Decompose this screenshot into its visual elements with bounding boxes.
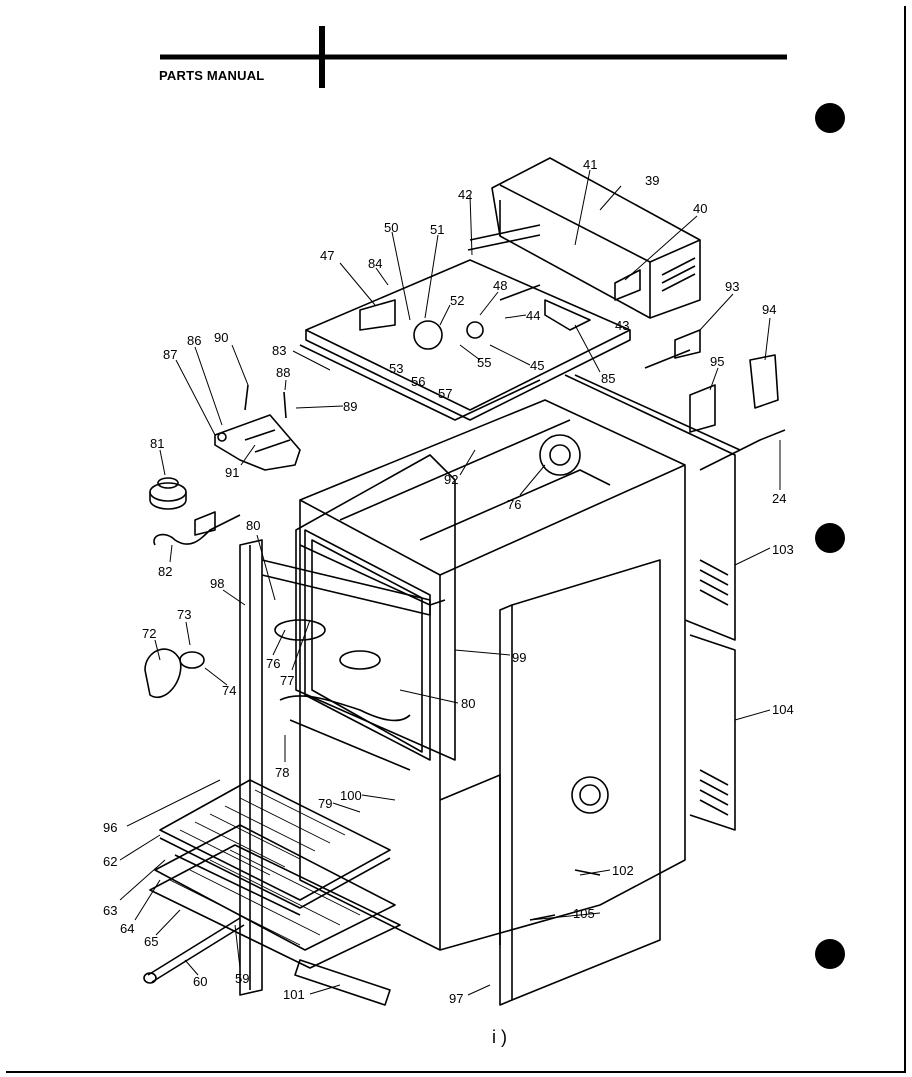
callout-55: 55 — [477, 355, 491, 370]
side-panel — [564, 374, 741, 831]
callout-47: 47 — [320, 248, 334, 263]
callout-41: 41 — [583, 157, 597, 172]
callout-83: 83 — [272, 343, 286, 358]
callout-51: 51 — [430, 222, 444, 237]
callout-85: 85 — [601, 371, 615, 386]
callout-82: 82 — [158, 564, 172, 579]
callout-87: 87 — [163, 347, 177, 362]
callout-92: 92 — [444, 472, 458, 487]
callout-48: 48 — [493, 278, 507, 293]
front-frame — [239, 539, 431, 996]
side-rail — [499, 559, 661, 1006]
page-title: PARTS MANUAL — [159, 68, 265, 83]
binder-hole-top — [815, 103, 845, 133]
callout-95: 95 — [710, 354, 724, 369]
callout-96: 96 — [103, 820, 117, 835]
control-housing — [491, 157, 701, 319]
callout-80-lower: 80 — [461, 696, 475, 711]
callout-78: 78 — [275, 765, 289, 780]
callout-labels: 39 40 41 42 43 44 45 47 48 50 51 52 53 5… — [103, 157, 794, 1006]
heating-elements — [274, 619, 411, 771]
callout-80-upper: 80 — [246, 518, 260, 533]
small-parts — [144, 329, 786, 921]
callout-98: 98 — [210, 576, 224, 591]
callout-89: 89 — [343, 399, 357, 414]
knob — [149, 477, 187, 510]
callout-63: 63 — [103, 903, 117, 918]
callout-65: 65 — [144, 934, 158, 949]
callout-77: 77 — [280, 673, 294, 688]
callout-44: 44 — [526, 308, 540, 323]
callout-101: 101 — [283, 987, 305, 1002]
callout-79: 79 — [318, 796, 332, 811]
callout-81: 81 — [150, 436, 164, 451]
callout-62: 62 — [103, 854, 117, 869]
callout-97: 97 — [449, 991, 463, 1006]
callout-52: 52 — [450, 293, 464, 308]
oven-liner — [295, 454, 456, 761]
callout-84: 84 — [368, 256, 382, 271]
kick-rail — [294, 959, 391, 1006]
callout-91: 91 — [225, 465, 239, 480]
callout-59: 59 — [235, 971, 249, 986]
header-rule — [160, 26, 787, 88]
callout-94: 94 — [762, 302, 776, 317]
callout-103: 103 — [772, 542, 794, 557]
callout-86: 86 — [187, 333, 201, 348]
callout-42: 42 — [458, 187, 472, 202]
leader-lines — [119, 169, 781, 996]
callout-102: 102 — [612, 863, 634, 878]
callout-57: 57 — [438, 386, 452, 401]
callout-43: 43 — [615, 318, 629, 333]
door-handle — [143, 917, 245, 984]
binder-hole-bottom — [815, 939, 845, 969]
callout-40: 40 — [693, 201, 707, 216]
binder-hole-middle — [815, 523, 845, 553]
wire-harness — [153, 511, 241, 546]
callout-76-lower: 76 — [266, 656, 280, 671]
callout-99: 99 — [512, 650, 526, 665]
callout-100: 100 — [340, 788, 362, 803]
callout-60: 60 — [193, 974, 207, 989]
racks — [149, 779, 401, 969]
callout-73: 73 — [177, 607, 191, 622]
callout-93: 93 — [725, 279, 739, 294]
callout-64: 64 — [120, 921, 134, 936]
callout-53: 53 — [389, 361, 403, 376]
callout-24: 24 — [772, 491, 786, 506]
callout-74: 74 — [222, 683, 236, 698]
callout-90: 90 — [214, 330, 228, 345]
callout-50: 50 — [384, 220, 398, 235]
top-panel — [299, 224, 631, 421]
callout-72: 72 — [142, 626, 156, 641]
page-footer-mark: i ) — [492, 1027, 507, 1047]
callout-104: 104 — [772, 702, 794, 717]
callout-105: 105 — [573, 906, 595, 921]
callout-56: 56 — [411, 374, 425, 389]
callout-76-upper: 76 — [507, 497, 521, 512]
callout-88: 88 — [276, 365, 290, 380]
page-frame — [6, 6, 906, 1073]
callout-45: 45 — [530, 358, 544, 373]
callout-39: 39 — [645, 173, 659, 188]
bracket-assembly — [214, 384, 301, 471]
